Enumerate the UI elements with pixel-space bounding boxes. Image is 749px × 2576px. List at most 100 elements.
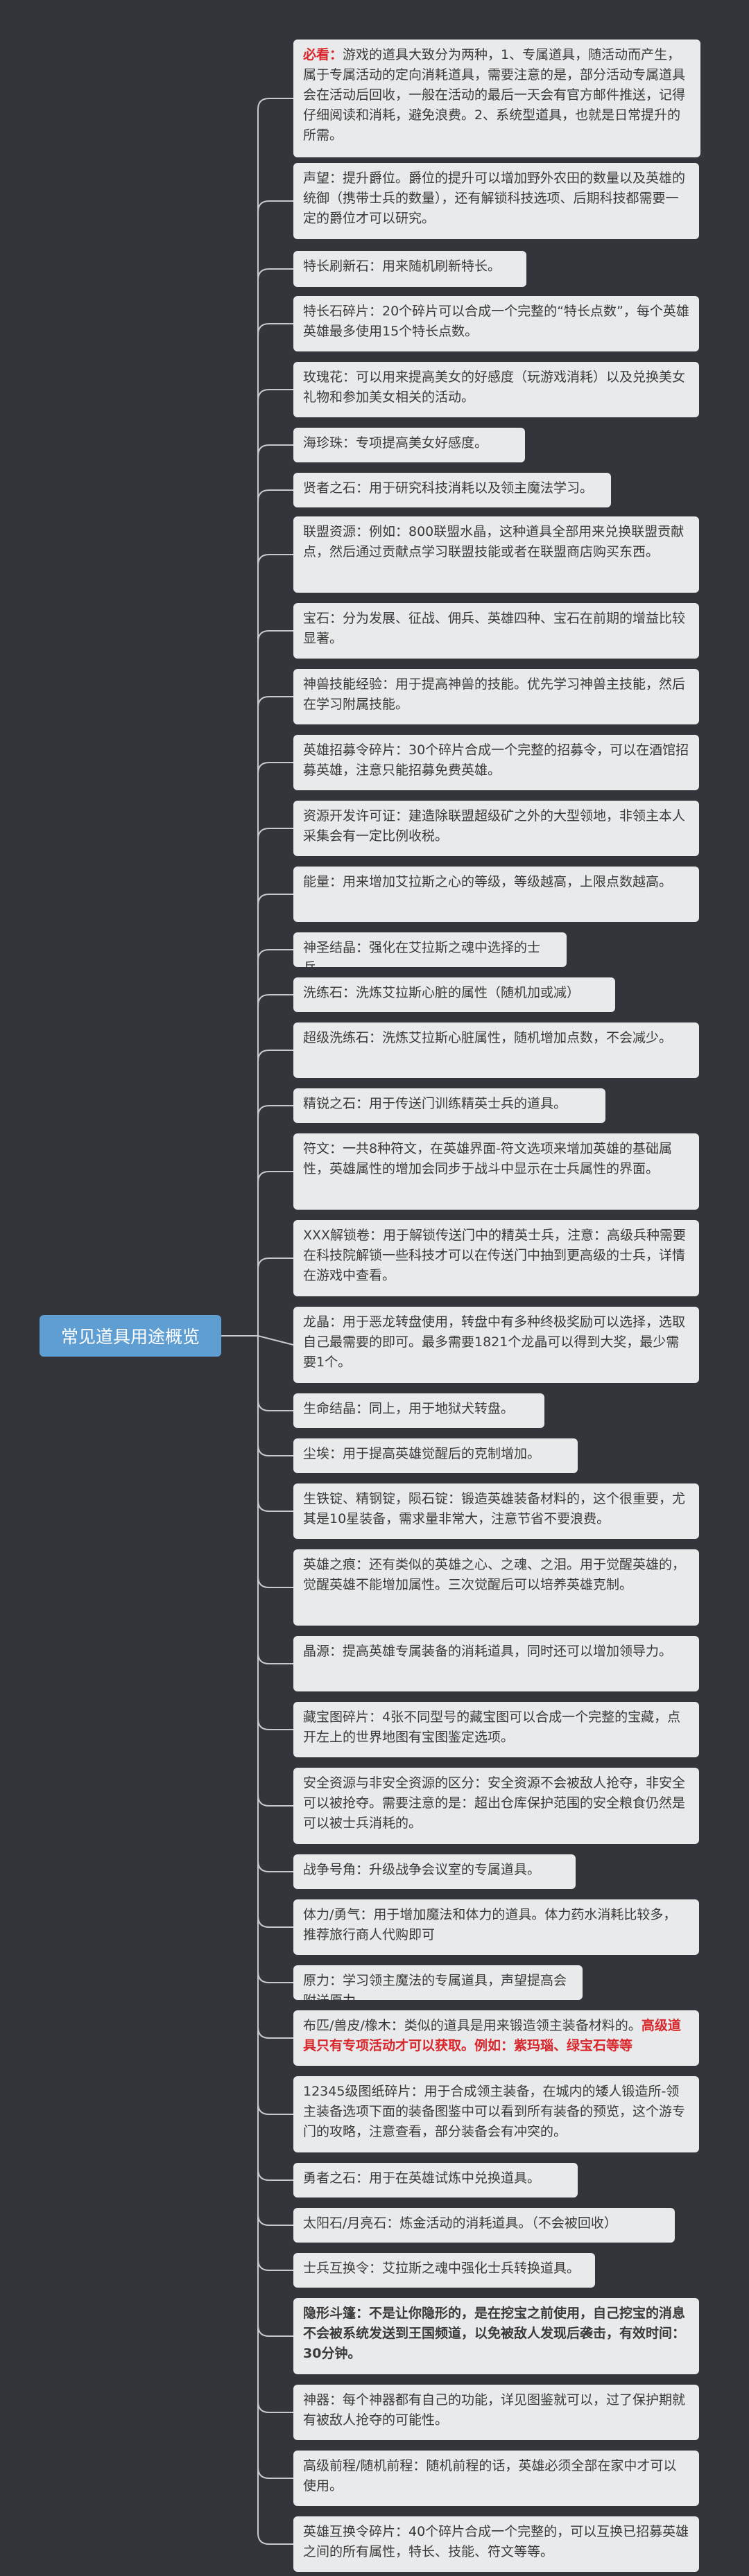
node-text: 战争号角：升级战争会议室的专属道具。 [303, 1862, 541, 1877]
branch-node[interactable]: 资源开发许可证：建造除联盟超级矿之外的大型领地，非领主本人采集会有一定比例收税。 [293, 801, 699, 856]
branch-node[interactable]: 英雄互换令碎片：40个碎片合成一个完整的，可以互换已招募英雄之间的所有属性，特长… [293, 2516, 699, 2572]
node-text: 英雄互换令碎片：40个碎片合成一个完整的，可以互换已招募英雄之间的所有属性，特长… [303, 2524, 689, 2559]
node-text: 声望：提升爵位。爵位的提升可以增加野外农田的数量以及英雄的统御（携带士兵的数量）… [303, 171, 686, 226]
branch-node[interactable]: 神兽技能经验：用于提高神兽的技能。优先学习神兽主技能，然后在学习附属技能。 [293, 669, 699, 724]
node-text: 特长刷新石：用来随机刷新特长。 [303, 259, 501, 274]
connector-line [257, 268, 293, 1336]
node-text: 贤者之石：用于研究科技消耗以及领主魔法学习。 [303, 480, 594, 496]
connector-line [257, 554, 293, 1336]
branch-node[interactable]: 能量：用来增加艾拉斯之心的等级，等级越高，上限点数越高。 [293, 867, 699, 922]
node-text: 海珍珠：专项提高美女好感度。 [303, 435, 488, 451]
branch-node[interactable]: 高级前程/随机前程：随机前程的话，英雄必须全部在家中才可以使用。 [293, 2451, 699, 2506]
connector-line [257, 1336, 293, 1983]
connector-line [257, 1336, 293, 2413]
connector-line [257, 894, 293, 1336]
branch-node[interactable]: 布匹/兽皮/橡木：类似的道具是用来锻造领主装备材料的。高级道具只有专项活动才可以… [293, 2010, 699, 2066]
branch-node[interactable]: 宝石：分为发展、征战、佣兵、英雄四种、宝石在前期的增益比较显著。 [293, 603, 699, 659]
branch-node[interactable]: 特长石碎片：20个碎片可以合成一个完整的“特长点数”，每个英雄英雄最多使用15个… [293, 296, 699, 351]
emphasis-text: 必看： [303, 47, 343, 62]
connector-line [257, 98, 293, 1336]
emphasis-text: 高级道具只有专项活动才可以获取。例如：紫玛瑙、绿宝石等等 [303, 2018, 681, 2053]
connector-line [257, 1336, 293, 2271]
connector-line [257, 1336, 293, 1872]
node-text: XXX解锁卷：用于解锁传送门中的精英士兵，注意：高级兵种需要在科技院解锁一些科技… [303, 1228, 687, 1283]
connector-line [257, 323, 293, 1336]
connector-line [257, 1335, 294, 1346]
node-text: 超级洗练石：洗炼艾拉斯心脏属性，随机增加点数，不会减少。 [303, 1030, 673, 1045]
connector-line [257, 1105, 293, 1336]
connector-line [257, 1336, 293, 1456]
connector-line [257, 200, 293, 1336]
node-text: 玫瑰花：可以用来提高美女的好感度（玩游戏消耗）以及兑换美女礼物和参加美女相关的活… [303, 369, 686, 405]
branch-node[interactable]: 生铁锭、精钢锭，陨石锭：锻造英雄装备材料的，这个很重要，尤其是10星装备，需求量… [293, 1483, 699, 1539]
connector-line [257, 696, 293, 1336]
branch-node[interactable]: 勇者之石：用于在英雄试炼中兑换道具。 [293, 2163, 578, 2198]
node-text: 神圣结晶：强化在艾拉斯之魂中选择的士兵。 [303, 940, 541, 967]
node-text: 尘埃：用于提高英雄觉醒后的克制增加。 [303, 1446, 541, 1461]
connector-line [257, 1336, 293, 1411]
node-text: 生命结晶：同上，用于地狱犬转盘。 [303, 1401, 515, 1416]
connector-line [257, 1336, 293, 2479]
connector-line [257, 1336, 293, 1664]
connector-line [257, 1336, 293, 1730]
node-text: 游戏的道具大致分为两种，1、专属道具，随活动而产生，属于专属活动的定向消耗道具，… [303, 47, 686, 143]
branch-node[interactable]: 玫瑰花：可以用来提高美女的好感度（玩游戏消耗）以及兑换美女礼物和参加美女相关的活… [293, 362, 699, 417]
branch-node[interactable]: 海珍珠：专项提高美女好感度。 [293, 428, 525, 462]
branch-node[interactable]: 隐形斗篷：不是让你隐形的，是在挖宝之前使用，自己挖宝的消息不会被系统发送到王国频… [293, 2298, 699, 2374]
node-text: 太阳石/月亮石：炼金活动的消耗道具。（不会被回收） [303, 2216, 617, 2231]
connector-line [257, 444, 293, 1336]
branch-node[interactable]: 龙晶：用于恶龙转盘使用，转盘中有多种终极奖励可以选择，选取自己最需要的即可。最多… [293, 1307, 699, 1383]
connector-line [257, 1336, 293, 1928]
root-node[interactable]: 常见道具用途概览 [40, 1315, 221, 1357]
branch-node[interactable]: XXX解锁卷：用于解锁传送门中的精英士兵，注意：高级兵种需要在科技院解锁一些科技… [293, 1220, 699, 1296]
node-text: 生铁锭、精钢锭，陨石锭：锻造英雄装备材料的，这个很重要，尤其是10星装备，需求量… [303, 1491, 686, 1526]
connector-line [257, 1336, 293, 2039]
branch-node[interactable]: 特长刷新石：用来随机刷新特长。 [293, 251, 526, 287]
connector-line [257, 1257, 293, 1336]
node-text: 高级前程/随机前程：随机前程的话，英雄必须全部在家中才可以使用。 [303, 2458, 677, 2494]
connector-line [257, 1336, 293, 1512]
connector-line [257, 1050, 293, 1336]
branch-node[interactable]: 精锐之石：用于传送门训练精英士兵的道具。 [293, 1088, 605, 1123]
branch-node[interactable]: 生命结晶：同上，用于地狱犬转盘。 [293, 1393, 544, 1428]
branch-node[interactable]: 贤者之石：用于研究科技消耗以及领主魔法学习。 [293, 473, 611, 507]
branch-node[interactable]: 洗练石：洗炼艾拉斯心脏的属性（随机加或减） [293, 977, 615, 1012]
branch-node[interactable]: 神圣结晶：强化在艾拉斯之魂中选择的士兵。 [293, 932, 567, 967]
branch-node[interactable]: 神器：每个神器都有自己的功能，详见图鉴就可以，过了保护期就有被敌人抢夺的可能性。 [293, 2385, 699, 2440]
node-text: 洗练石：洗炼艾拉斯心脏的属性（随机加或减） [303, 985, 580, 1000]
node-text: 12345级图纸碎片：用于合成领主装备，在城内的矮人锻造所-领主装备选项下面的装… [303, 2084, 686, 2139]
branch-node[interactable]: 战争号角：升级战争会议室的专属道具。 [293, 1854, 576, 1889]
branch-node[interactable]: 藏宝图碎片：4张不同型号的藏宝图可以合成一个完整的宝藏，点开左上的世界地图有宝图… [293, 1702, 699, 1757]
branch-node[interactable]: 12345级图纸碎片：用于合成领主装备，在城内的矮人锻造所-领主装备选项下面的装… [293, 2076, 699, 2152]
branch-node[interactable]: 超级洗练石：洗炼艾拉斯心脏属性，随机增加点数，不会减少。 [293, 1022, 699, 1078]
node-text: 英雄招募令碎片：30个碎片合成一个完整的招募令，可以在酒馆招募英雄，注意只能招募… [303, 742, 689, 778]
node-text: 安全资源与非安全资源的区分：安全资源不会被敌人抢夺，非安全可以被抢夺。需要注意的… [303, 1775, 686, 1831]
branch-node[interactable]: 联盟资源：例如：800联盟水晶，这种道具全部用来兑换联盟贡献点，然后通过贡献点学… [293, 516, 699, 593]
node-text: 藏宝图碎片：4张不同型号的藏宝图可以合成一个完整的宝藏，点开左上的世界地图有宝图… [303, 1709, 681, 1745]
node-text: 隐形斗篷：不是让你隐形的，是在挖宝之前使用，自己挖宝的消息不会被系统发送到王国频… [303, 2306, 686, 2361]
node-text: 能量：用来增加艾拉斯之心的等级，等级越高，上限点数越高。 [303, 874, 673, 889]
branch-node[interactable]: 必看：游戏的道具大致分为两种，1、专属道具，随活动而产生，属于专属活动的定向消耗… [293, 40, 700, 157]
branch-node[interactable]: 太阳石/月亮石：炼金活动的消耗道具。（不会被回收） [293, 2208, 675, 2243]
branch-node[interactable]: 符文：一共8种符文，在英雄界面-符文选项来增加英雄的基础属性，英雄属性的增加会同… [293, 1133, 699, 1210]
connector-line [257, 828, 293, 1336]
connector-line [257, 389, 293, 1336]
branch-node[interactable]: 声望：提升爵位。爵位的提升可以增加野外农田的数量以及英雄的统御（携带士兵的数量）… [293, 163, 699, 239]
branch-node[interactable]: 士兵互换令：艾拉斯之魂中强化士兵转换道具。 [293, 2253, 595, 2288]
node-text: 龙晶：用于恶龙转盘使用，转盘中有多种终极奖励可以选择，选取自己最需要的即可。最多… [303, 1314, 686, 1370]
connector-line [257, 1336, 293, 2115]
branch-node[interactable]: 尘埃：用于提高英雄觉醒后的克制增加。 [293, 1438, 578, 1473]
node-text: 英雄之痕：还有类似的英雄之心、之魂、之泪。用于觉醒英雄的，觉醒英雄不能增加属性。… [303, 1557, 686, 1592]
node-text: 资源开发许可证：建造除联盟超级矿之外的大型领地，非领主本人采集会有一定比例收税。 [303, 808, 686, 844]
node-text: 联盟资源：例如：800联盟水晶，这种道具全部用来兑换联盟贡献点，然后通过贡献点学… [303, 524, 685, 559]
branch-node[interactable]: 原力：学习领主魔法的专属道具，声望提高会附送原力。 [293, 1965, 583, 2000]
branch-node[interactable]: 安全资源与非安全资源的区分：安全资源不会被敌人抢夺，非安全可以被抢夺。需要注意的… [293, 1768, 699, 1844]
branch-node[interactable]: 体力/勇气：用于增加魔法和体力的道具。体力药水消耗比较多，推荐旅行商人代购即可 [293, 1899, 699, 1955]
node-text: 精锐之石：用于传送门训练精英士兵的道具。 [303, 1096, 567, 1111]
branch-node[interactable]: 英雄招募令碎片：30个碎片合成一个完整的招募令，可以在酒馆招募英雄，注意只能招募… [293, 735, 699, 790]
node-text: 宝石：分为发展、征战、佣兵、英雄四种、宝石在前期的增益比较显著。 [303, 611, 686, 646]
connector-line [257, 762, 293, 1336]
branch-node[interactable]: 晶源：提高英雄专属装备的消耗道具，同时还可以增加领导力。 [293, 1636, 699, 1691]
branch-node[interactable]: 英雄之痕：还有类似的英雄之心、之魂、之泪。用于觉醒英雄的，觉醒英雄不能增加属性。… [293, 1549, 699, 1626]
node-text: 神兽技能经验：用于提高神兽的技能。优先学习神兽主技能，然后在学习附属技能。 [303, 677, 686, 712]
